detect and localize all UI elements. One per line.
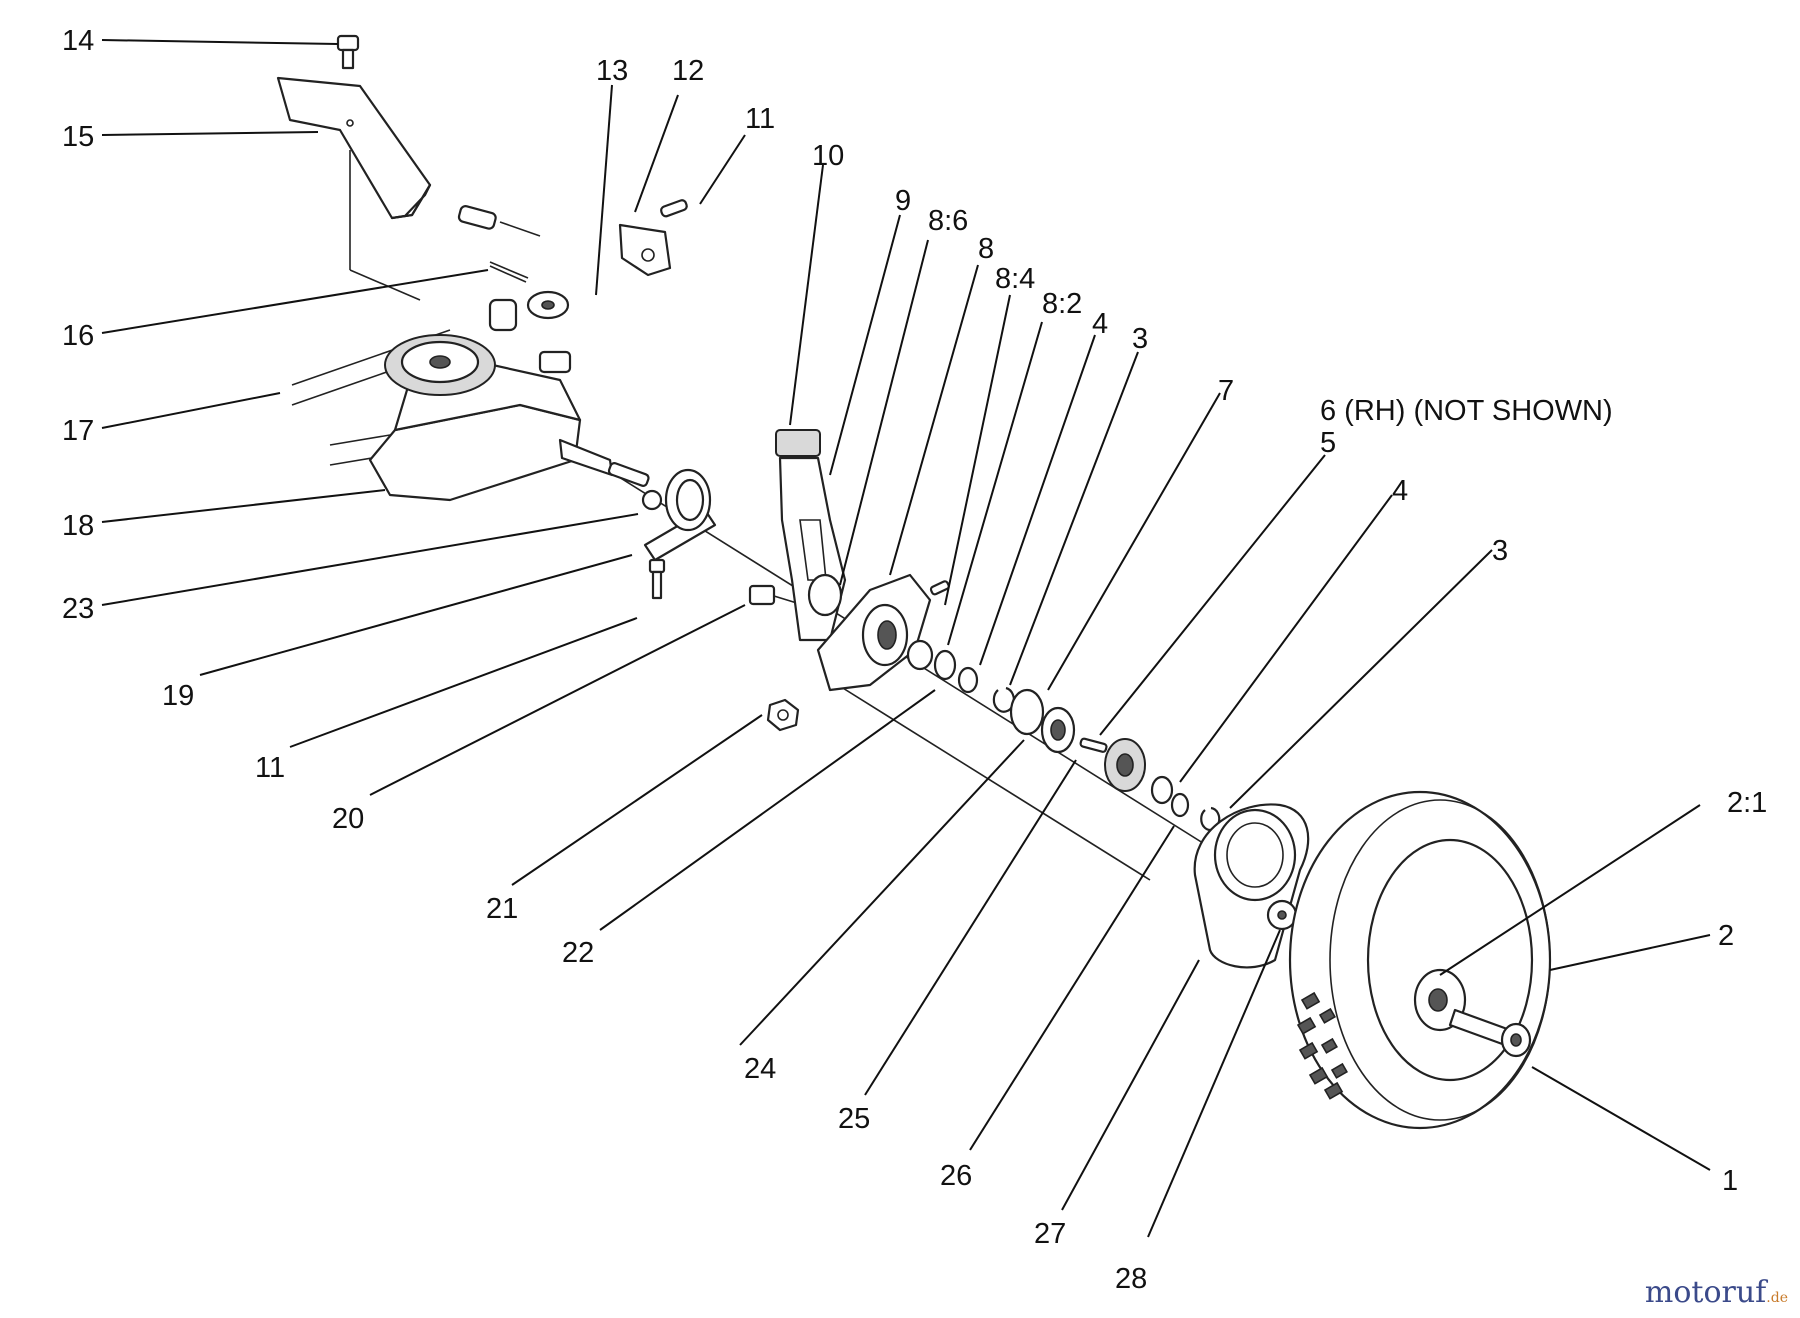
knob-part: [526, 290, 570, 320]
callout-7: 7: [1218, 375, 1234, 407]
cable-bracket-part: [618, 223, 672, 277]
callout-21: 21: [486, 893, 518, 925]
callout-8: 8: [978, 233, 994, 265]
callout-10: 10: [812, 140, 844, 172]
callout-5: 5: [1320, 427, 1336, 459]
handle-bracket-part: [276, 76, 432, 220]
watermark-logo: motoruf.de: [1645, 1275, 1788, 1310]
bolt-part-11: [648, 558, 666, 600]
callout-2-1: 2:1: [1727, 787, 1767, 819]
callout-11-lower: 11: [255, 752, 285, 784]
wheel-part: [1288, 790, 1552, 1130]
callout-20: 20: [332, 803, 364, 835]
callout-8-6: 8:6: [928, 205, 968, 237]
callout-12: 12: [672, 55, 704, 87]
callout-labels: 14 15 16 17 18 23 19 11 20 21 22 13 12 1…: [62, 25, 1767, 1295]
callout-3-lower: 3: [1492, 535, 1508, 567]
callout-14: 14: [62, 25, 94, 57]
watermark-sub: .de: [1766, 1290, 1788, 1306]
callout-18: 18: [62, 510, 94, 542]
callout-19: 19: [162, 680, 194, 712]
callout-9: 9: [895, 185, 911, 217]
callout-8-2: 8:2: [1042, 288, 1082, 320]
callout-13: 13: [596, 55, 628, 87]
callout-16: 16: [62, 320, 94, 352]
callout-28: 28: [1115, 1263, 1147, 1295]
watermark-main: motoruf: [1644, 1275, 1767, 1310]
leader-lines: [101, 39, 1711, 1238]
callout-3-upper: 3: [1132, 323, 1148, 355]
transmission-housing-part: [368, 298, 650, 502]
callout-6-rh-not-shown: 6 (RH) (NOT SHOWN): [1320, 395, 1613, 427]
callout-25: 25: [838, 1103, 870, 1135]
callout-4-upper: 4: [1092, 308, 1108, 340]
callout-8-4: 8:4: [995, 263, 1035, 295]
bolt-part-20: [748, 584, 801, 606]
callout-26: 26: [940, 1160, 972, 1192]
callout-24: 24: [744, 1053, 776, 1085]
cotter-pin-part: [457, 205, 541, 283]
screw-part-14: [336, 34, 360, 70]
pinion-gear-part: [1104, 738, 1221, 832]
washer-part-23: [641, 489, 663, 511]
axle-bolt-part: [1448, 1008, 1532, 1058]
bearing-bracket-part: [643, 468, 717, 562]
callout-27: 27: [1034, 1218, 1066, 1250]
spring-clip-part: [660, 199, 688, 218]
axle-hardware: [906, 639, 1108, 754]
callout-23: 23: [62, 593, 94, 625]
callout-4-lower: 4: [1392, 475, 1408, 507]
callout-11-upper: 11: [745, 103, 775, 135]
callout-2: 2: [1718, 920, 1734, 952]
mounting-plate-part: [807, 573, 950, 692]
callout-15: 15: [62, 121, 94, 153]
callout-17: 17: [62, 415, 94, 447]
nut-part-21: [766, 698, 800, 732]
tread-pattern: [1296, 991, 1348, 1100]
callout-1: 1: [1722, 1165, 1738, 1197]
callout-22: 22: [562, 937, 594, 969]
